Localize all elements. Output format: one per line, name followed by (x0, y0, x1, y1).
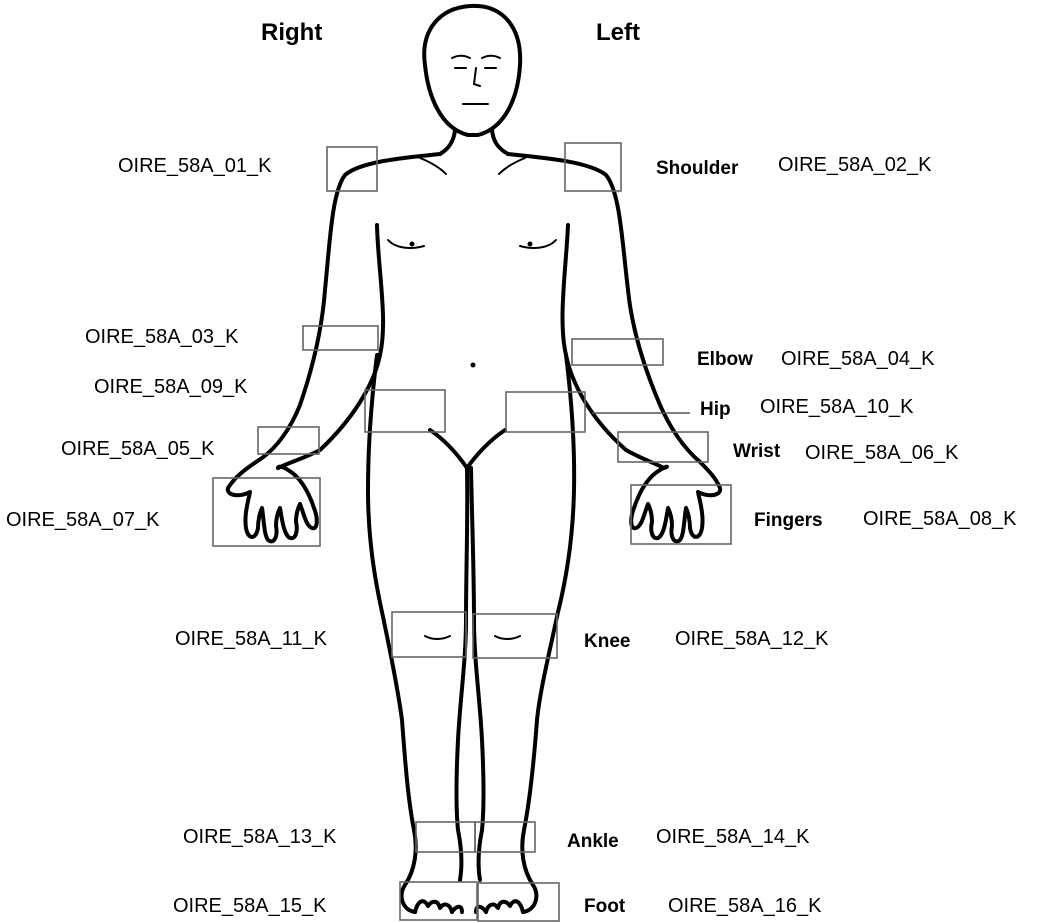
box-knee-right (392, 612, 466, 657)
nose (474, 68, 480, 86)
nipple-right (410, 242, 415, 247)
eyebrow-left (482, 56, 500, 58)
label-ankle: Ankle (567, 831, 619, 853)
chest-left (520, 240, 556, 248)
code-ankle-left: OIRE_58A_14_K (656, 826, 809, 848)
eyebrow-right (452, 56, 470, 58)
left-leg-inner (471, 468, 484, 880)
box-elbow-left (572, 339, 663, 365)
collarbone-right (420, 158, 446, 174)
right-foot-toes (415, 901, 462, 912)
code-foot-right: OIRE_58A_15_K (173, 895, 326, 917)
label-shoulder: Shoulder (656, 158, 738, 180)
code-foot-left: OIRE_58A_16_K (668, 895, 821, 917)
left-foot-toes (476, 901, 523, 912)
neck-right (440, 130, 455, 154)
groin (430, 430, 505, 468)
label-knee: Knee (584, 631, 630, 653)
code-knee-right: OIRE_58A_11_K (175, 628, 327, 650)
nipple-left (528, 242, 533, 247)
code-shoulder-left: OIRE_58A_02_K (778, 154, 931, 176)
navel (471, 363, 476, 368)
code-elbow-right: OIRE_58A_03_K (85, 326, 238, 348)
header-left: Left (596, 22, 640, 44)
code-wrist-right: OIRE_58A_05_K (61, 438, 214, 460)
right-leg-inner (457, 468, 468, 880)
code-fingers-right: OIRE_58A_07_K (6, 509, 159, 531)
code-elbow-left: OIRE_58A_04_K (781, 348, 934, 370)
code-hip-right: OIRE_58A_09_K (94, 376, 247, 398)
kneecap-left (495, 636, 520, 639)
code-wrist-left: OIRE_58A_06_K (805, 442, 958, 464)
box-hip-right (365, 390, 445, 432)
left-leg-outer (522, 355, 574, 912)
neck-left (492, 130, 508, 154)
box-elbow-right (303, 326, 378, 350)
kneecap-right (425, 636, 450, 639)
label-foot: Foot (584, 896, 625, 918)
head-outline (424, 6, 520, 135)
code-hip-left: OIRE_58A_10_K (760, 396, 913, 418)
label-hip: Hip (700, 399, 731, 421)
code-fingers-left: OIRE_58A_08_K (863, 508, 1016, 530)
chest-right (388, 240, 424, 248)
code-ankle-right: OIRE_58A_13_K (183, 826, 336, 848)
left-hand (631, 467, 720, 542)
label-elbow: Elbow (697, 349, 753, 371)
label-fingers: Fingers (754, 510, 823, 532)
box-foot-right (400, 882, 477, 920)
code-knee-left: OIRE_58A_12_K (675, 628, 828, 650)
code-shoulder-right: OIRE_58A_01_K (118, 155, 271, 177)
box-knee-left (473, 614, 557, 658)
label-wrist: Wrist (733, 441, 780, 463)
collarbone-left (499, 158, 525, 174)
box-ankle-right (416, 822, 475, 852)
header-right: Right (261, 22, 322, 44)
